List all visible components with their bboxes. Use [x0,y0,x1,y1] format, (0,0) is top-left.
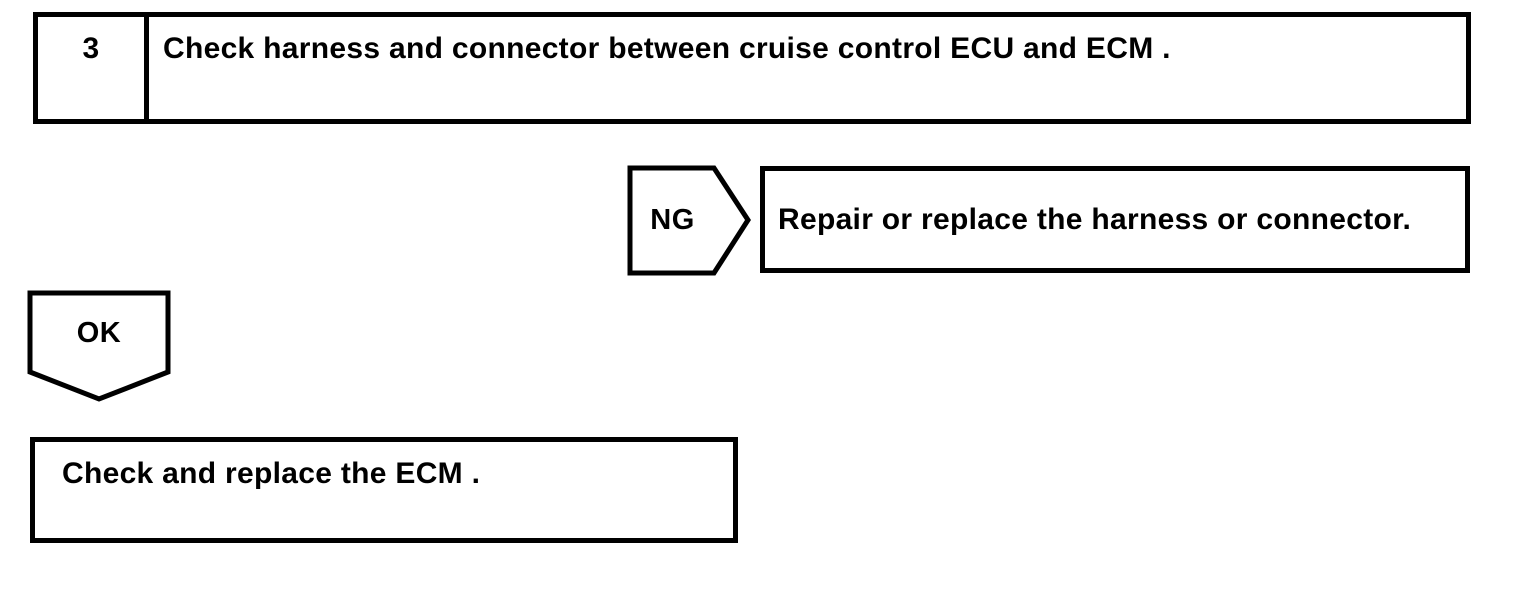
ng-action-box: Repair or replace the harness or connect… [760,166,1470,273]
step-box: 3 Check harness and connector between cr… [33,12,1471,124]
step-instruction-cell: Check harness and connector between crui… [149,17,1466,119]
ok-result-box: Check and replace the ECM . [30,437,738,543]
ok-connector-shape [27,290,171,402]
ng-action-text: Repair or replace the harness or connect… [778,203,1412,236]
ok-connector-label: OK [76,316,122,349]
ng-connector-shape [627,165,751,276]
step-instruction: Check harness and connector between crui… [163,32,1171,65]
step-number: 3 [82,32,100,65]
ng-connector-label: NG [650,204,695,236]
step-number-cell: 3 [38,17,149,119]
ok-result-text: Check and replace the ECM . [62,457,481,490]
